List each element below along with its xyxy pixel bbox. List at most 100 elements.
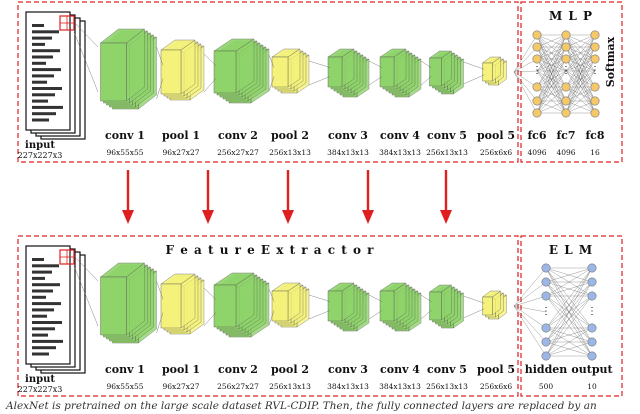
connection-line xyxy=(463,295,485,304)
layer-name: conv 5 xyxy=(427,363,467,376)
layer-dims: 384x13x13 xyxy=(379,382,421,391)
connection-line xyxy=(308,60,331,68)
softmax-label: Softmax xyxy=(604,36,617,87)
layer-dims: 256x13x13 xyxy=(269,382,311,391)
node xyxy=(561,82,571,92)
extractor-box xyxy=(17,1,519,163)
connection-line xyxy=(268,76,275,92)
node xyxy=(561,30,571,40)
layer-dims: 256x27x27 xyxy=(217,382,259,391)
layer-block xyxy=(327,48,370,98)
connection-line xyxy=(368,60,383,68)
layer-name: conv 2 xyxy=(218,129,258,142)
node xyxy=(541,263,551,273)
layer-name: conv 4 xyxy=(380,363,420,376)
document-thumbnail xyxy=(32,258,63,356)
layer-name: pool 1 xyxy=(162,129,200,142)
ellipsis: ⋮ xyxy=(590,65,600,76)
connection-line xyxy=(308,294,331,302)
layer-block xyxy=(160,39,205,101)
layer-name: pool 1 xyxy=(162,363,200,376)
node xyxy=(561,54,571,64)
node xyxy=(590,54,600,64)
connection-line xyxy=(203,78,217,93)
node xyxy=(587,337,597,347)
connection-line xyxy=(420,294,432,302)
head-layer-name: hidden xyxy=(525,363,568,376)
layer-dims: 384x13x13 xyxy=(327,382,369,391)
layer-block xyxy=(481,290,508,320)
input-label: input xyxy=(25,374,55,385)
input-label: input xyxy=(25,140,55,151)
layer-name: conv 1 xyxy=(105,363,145,376)
ellipsis: ⋮ xyxy=(541,306,551,317)
layer-name: conv 1 xyxy=(105,129,145,142)
node xyxy=(532,82,542,92)
node xyxy=(587,277,597,287)
extractor-title: F e a t u r e E x t r a c t o r xyxy=(166,243,375,257)
node xyxy=(532,30,542,40)
connection-line xyxy=(463,61,485,70)
node xyxy=(590,96,600,106)
layer-dims: 96x27x27 xyxy=(162,148,199,157)
node xyxy=(561,42,571,52)
layer-block xyxy=(271,282,310,328)
layer-dims: 256x6x6 xyxy=(480,148,513,157)
head-box xyxy=(520,235,623,397)
head-layer-dims: 16 xyxy=(590,148,600,157)
node xyxy=(541,323,551,333)
layer-stacks xyxy=(73,255,508,344)
layer-block xyxy=(99,28,158,110)
layer-dims: 96x55x55 xyxy=(106,148,143,157)
head-layer-dims: 10 xyxy=(587,382,597,391)
layer-name: pool 2 xyxy=(271,129,309,142)
node xyxy=(532,42,542,52)
node xyxy=(590,82,600,92)
connection-line xyxy=(463,74,485,85)
connection-line xyxy=(368,76,383,86)
node xyxy=(541,291,551,301)
node xyxy=(541,277,551,287)
layer-block xyxy=(327,282,370,332)
layer-block xyxy=(379,48,422,98)
connection-line xyxy=(156,78,164,100)
node xyxy=(532,54,542,64)
layer-block xyxy=(271,48,310,94)
layer-dims: 256x27x27 xyxy=(217,148,259,157)
head-layer-name: output xyxy=(571,363,613,376)
head-title: M L P xyxy=(549,9,593,23)
connection-line xyxy=(368,294,383,302)
layer-block xyxy=(428,284,465,329)
connection-line xyxy=(268,288,275,302)
layer-name: conv 3 xyxy=(328,129,368,142)
down-arrow xyxy=(122,170,134,224)
connection-line xyxy=(203,287,217,300)
input-image xyxy=(25,11,86,140)
node xyxy=(532,96,542,106)
layer-dims: 96x27x27 xyxy=(162,382,199,391)
connection-line xyxy=(308,76,331,86)
connection-line xyxy=(268,310,275,326)
layer-block xyxy=(99,262,158,344)
connection-line xyxy=(156,312,164,334)
figure-caption: AlexNet is pretrained on the large scale… xyxy=(6,400,597,412)
node xyxy=(541,351,551,361)
layer-name: conv 2 xyxy=(218,363,258,376)
layer-dims: 256x6x6 xyxy=(480,382,513,391)
connection-line xyxy=(420,310,432,320)
connection-line xyxy=(420,76,432,86)
layer-block xyxy=(160,273,205,335)
layer-block xyxy=(213,38,270,104)
layer-dims: 256x13x13 xyxy=(426,382,468,391)
layer-dims: 96x55x55 xyxy=(106,382,143,391)
layer-stacks xyxy=(73,21,508,110)
down-arrow xyxy=(362,170,374,224)
connection-line xyxy=(308,310,331,320)
connection-line xyxy=(268,54,275,68)
layer-block xyxy=(428,50,465,95)
head-layer-name: fc7 xyxy=(556,129,575,142)
ellipsis: ⋮ xyxy=(587,306,597,317)
node xyxy=(590,30,600,40)
